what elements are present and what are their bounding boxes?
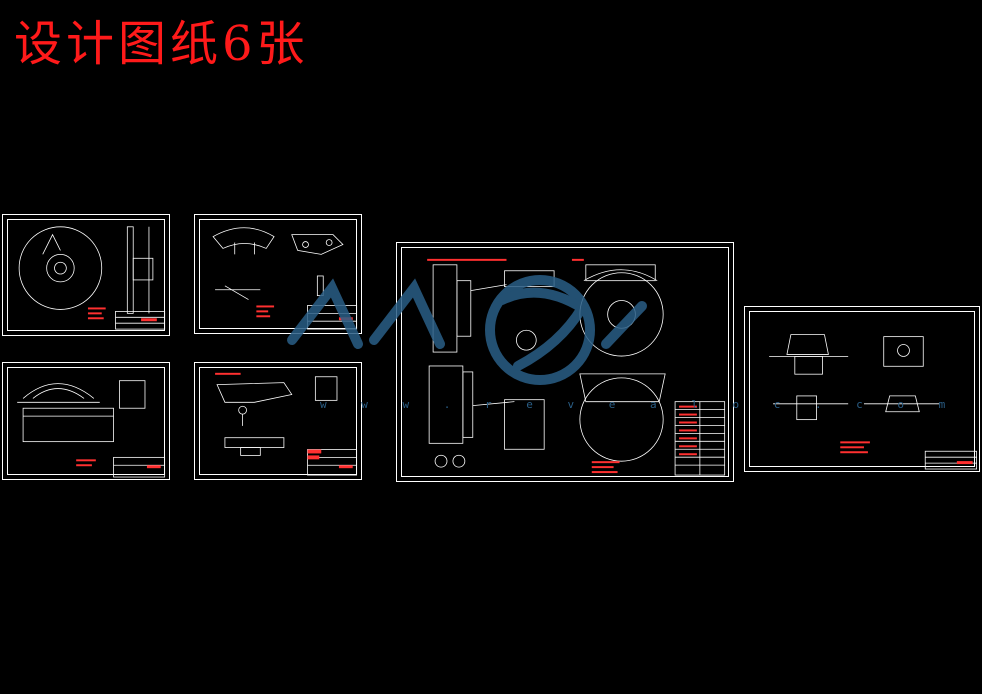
drawing-sheet-1[interactable] bbox=[2, 214, 170, 336]
drawing-sheet-4[interactable] bbox=[194, 362, 362, 480]
drawing-arch-bracket-view bbox=[17, 380, 166, 478]
drawing-sheet-2[interactable] bbox=[194, 214, 362, 334]
drawing-lever-view bbox=[215, 372, 358, 476]
drawing-sheet-6[interactable] bbox=[744, 306, 980, 472]
drawing-sheet-5-assembly[interactable] bbox=[396, 242, 734, 482]
drawing-sheet-3[interactable] bbox=[2, 362, 170, 480]
drawing-brake-shoe-view bbox=[212, 227, 358, 330]
watermark-url: w w w . r e v e a l o c . c o m bbox=[320, 398, 960, 411]
drawing-disc-view bbox=[18, 226, 166, 330]
drawing-caliper-view bbox=[769, 334, 977, 470]
page-title: 设计图纸6张 bbox=[14, 16, 309, 72]
drawing-assembly-view bbox=[427, 258, 726, 476]
